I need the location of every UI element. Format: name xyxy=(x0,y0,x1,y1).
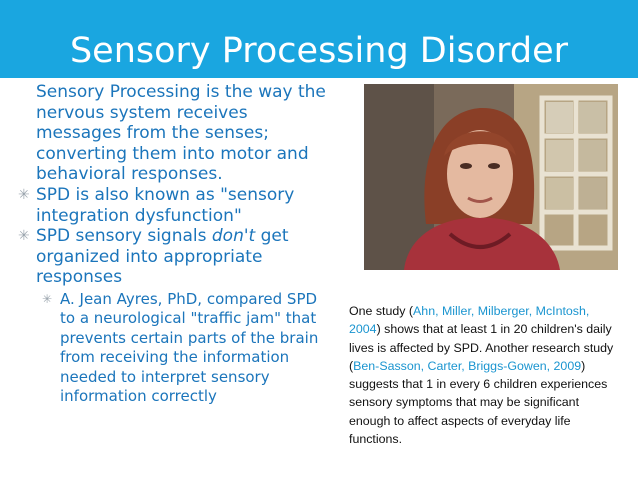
sub-bullet-text: A. Jean Ayres, PhD, compared SPD to a ne… xyxy=(60,289,319,405)
slide-title: Sensory Processing Disorder xyxy=(69,31,569,71)
title-bar xyxy=(0,0,638,78)
sub-bullet-item: ✳ A. Jean Ayres, PhD, compared SPD to a n… xyxy=(36,290,332,406)
photo-woman xyxy=(364,84,618,270)
caption-text-1: One study ( xyxy=(349,304,414,318)
citation-link-1[interactable]: Ahn, Miller, Milberger, McIntosh, 2004 xyxy=(349,304,590,337)
caption-text-3: ) suggests that 1 in every 6 children ex… xyxy=(349,358,608,447)
bullet-text: SPD is also known as "sensory integratio… xyxy=(36,184,295,226)
caption-text-2: ) shows that at least 1 in 20 children's… xyxy=(349,322,614,373)
bullet-text: Sensory Processing is the way the nervou… xyxy=(36,82,326,185)
bullet-item-3: ✳ SPD sensory signals don't get organized… xyxy=(14,226,332,406)
sub-bullet-list: ✳ A. Jean Ayres, PhD, compared SPD to a n… xyxy=(36,290,332,406)
bullet-text-start: SPD sensory signals xyxy=(36,226,212,247)
asterisk-icon: ✳ xyxy=(18,228,30,245)
asterisk-icon: ✳ xyxy=(42,291,53,306)
portrait-illustration xyxy=(364,84,618,270)
bullet-item-2: ✳ SPD is also known as "sensory integrati… xyxy=(14,185,332,226)
bullet-list: Sensory Processing is the way the nervou… xyxy=(14,82,332,406)
bullet-item-1: Sensory Processing is the way the nervou… xyxy=(14,82,332,185)
asterisk-icon: ✳ xyxy=(18,186,30,203)
bullet-text-end: get organized into appropriate responses xyxy=(36,226,289,288)
citation-link-2[interactable]: Ben-Sasson, Carter, Briggs-Gowen, 2009 xyxy=(353,358,582,373)
bullet-emphasis: don't xyxy=(211,226,256,247)
research-caption: One study (Ahn, Miller, Milberger, McInt… xyxy=(349,302,619,448)
